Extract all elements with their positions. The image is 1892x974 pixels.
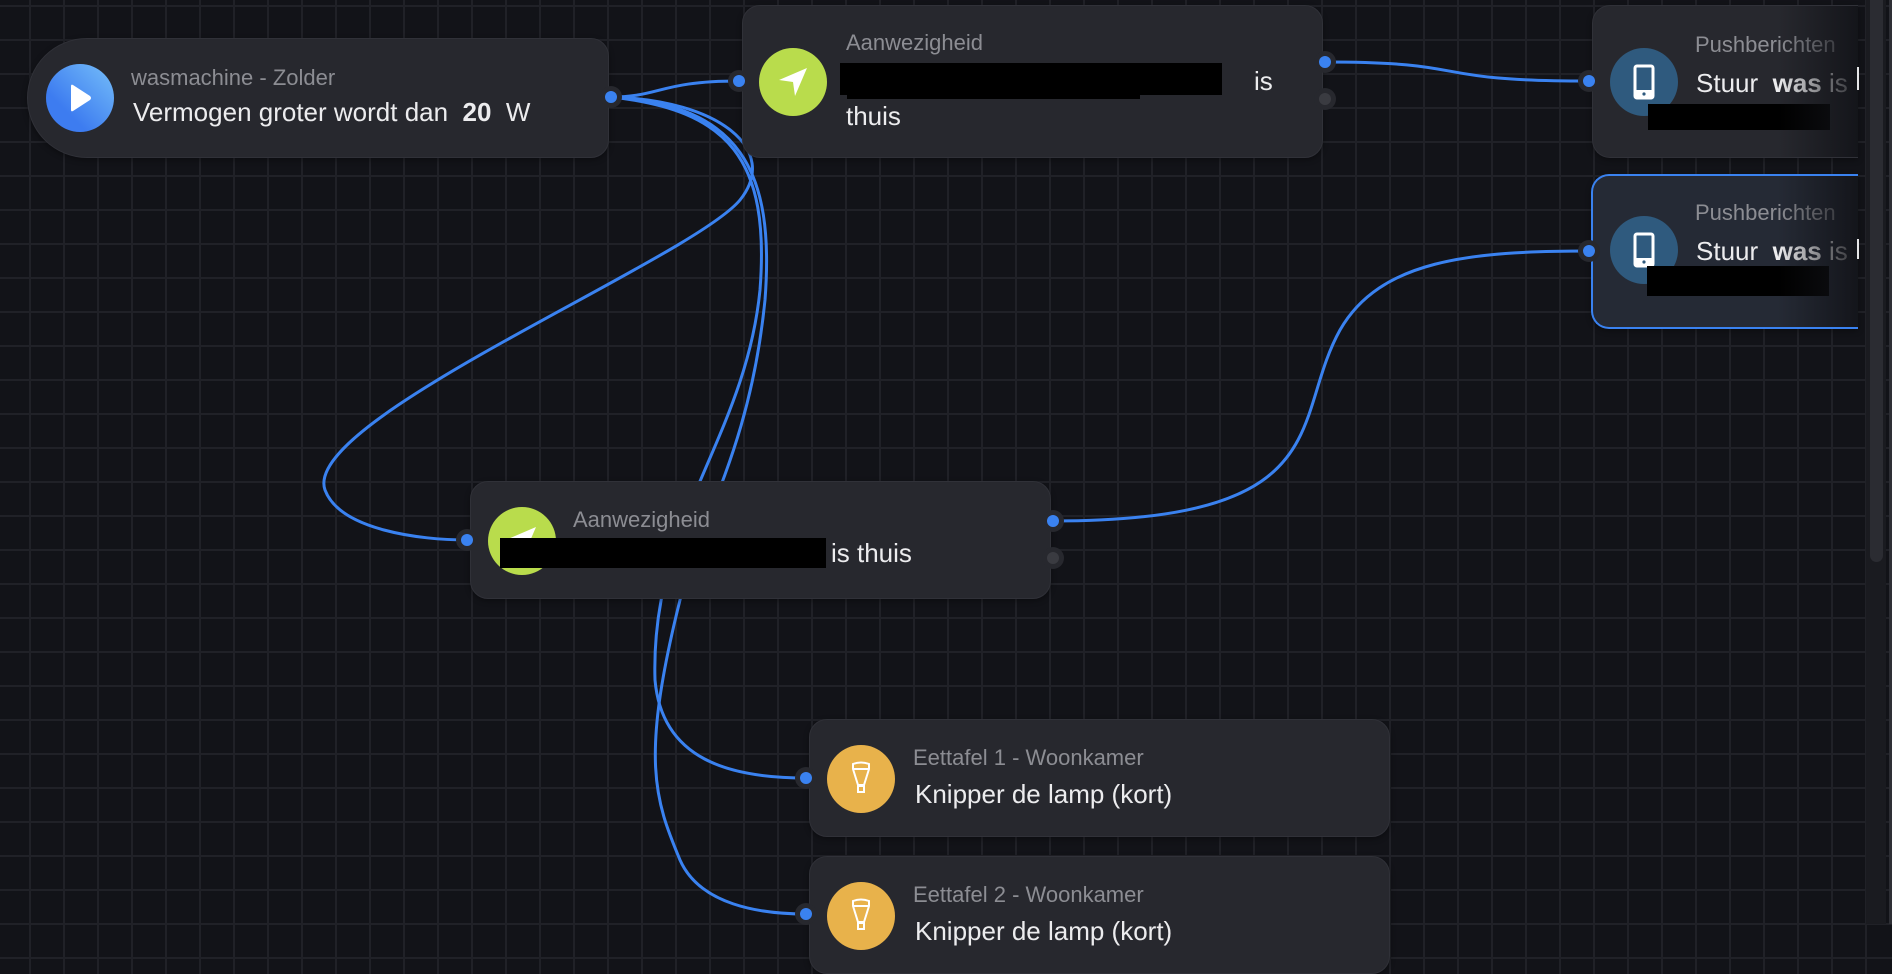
redacted-person-name-part [847, 91, 1140, 99]
lamp-device-label: Eettafel 1 - Woonkamer [913, 745, 1144, 770]
location-arrow-icon [759, 48, 827, 116]
lamp-device-label: Eettafel 2 - Woonkamer [913, 882, 1144, 907]
presence-1-input-port[interactable] [733, 75, 745, 87]
presence-suffix-line1: is [1254, 66, 1273, 96]
lamp-action-card-1[interactable]: Eettafel 1 - Woonkamer Knipper de lamp (… [809, 719, 1390, 837]
play-icon [46, 64, 114, 132]
presence-title: Aanwezigheid [846, 30, 983, 55]
overflow-fade [1778, 6, 1858, 157]
push-notification-card-2[interactable]: Pushberichten Stuur was is [1591, 174, 1858, 329]
presence-title: Aanwezigheid [573, 507, 710, 532]
overflow-fade [1778, 176, 1858, 327]
trigger-device-label: wasmachine - Zolder [131, 65, 336, 90]
redacted-person-name [840, 63, 1222, 95]
lamp-icon [827, 882, 895, 950]
trigger-condition-text: Vermogen groter wordt dan [133, 97, 449, 127]
trigger-condition: Vermogen groter wordt dan 20 W [133, 95, 530, 129]
presence-2-false-output-port[interactable] [1047, 552, 1059, 564]
presence-suffix: is thuis [831, 538, 912, 568]
wire-trigger-to-presence-2[interactable] [322, 95, 754, 542]
trigger-card[interactable]: wasmachine - Zolder Vermogen groter word… [27, 38, 609, 158]
trigger-output-port[interactable] [605, 91, 617, 103]
lamp-icon [827, 745, 895, 813]
push-message-prefix: Stuur [1696, 68, 1759, 98]
lamp-action-text: Knipper de lamp (kort) [915, 916, 1173, 946]
presence-condition-card-2[interactable]: Aanwezigheid is thuis [470, 481, 1051, 599]
lamp-2-input-port[interactable] [800, 908, 812, 920]
text-caret [1857, 67, 1859, 90]
presence-2-input-port[interactable] [461, 534, 473, 546]
trigger-value[interactable]: 20 [462, 97, 492, 127]
push-2-input-port[interactable] [1583, 245, 1595, 257]
text-caret [1857, 239, 1859, 259]
presence-1-false-output-port[interactable] [1319, 93, 1331, 105]
push-1-input-port[interactable] [1583, 75, 1595, 87]
panel-edge [1889, 0, 1892, 924]
vertical-scrollbar-thumb[interactable] [1870, 0, 1883, 562]
trigger-unit: W [505, 97, 531, 127]
presence-2-true-output-port[interactable] [1047, 515, 1059, 527]
presence-1-true-output-port[interactable] [1319, 56, 1331, 68]
lamp-1-input-port[interactable] [800, 772, 812, 784]
presence-condition-card-1[interactable]: Aanwezigheid is thuis [742, 5, 1323, 158]
wire-presence-2-to-push-2[interactable] [1052, 249, 1590, 523]
push-notification-card-1[interactable]: Pushberichten Stuur was is [1592, 5, 1858, 158]
wire-trigger-to-presence-1[interactable] [610, 79, 740, 99]
wire-trigger-to-lamp-1[interactable] [610, 95, 807, 780]
redacted-person-name [500, 538, 826, 568]
wire-presence-1-to-push-1[interactable] [1324, 60, 1590, 83]
presence-suffix-line2: thuis [846, 101, 901, 131]
lamp-action-card-2[interactable]: Eettafel 2 - Woonkamer Knipper de lamp (… [809, 856, 1390, 974]
lamp-action-text: Knipper de lamp (kort) [915, 779, 1173, 809]
push-message-prefix: Stuur [1696, 236, 1759, 266]
